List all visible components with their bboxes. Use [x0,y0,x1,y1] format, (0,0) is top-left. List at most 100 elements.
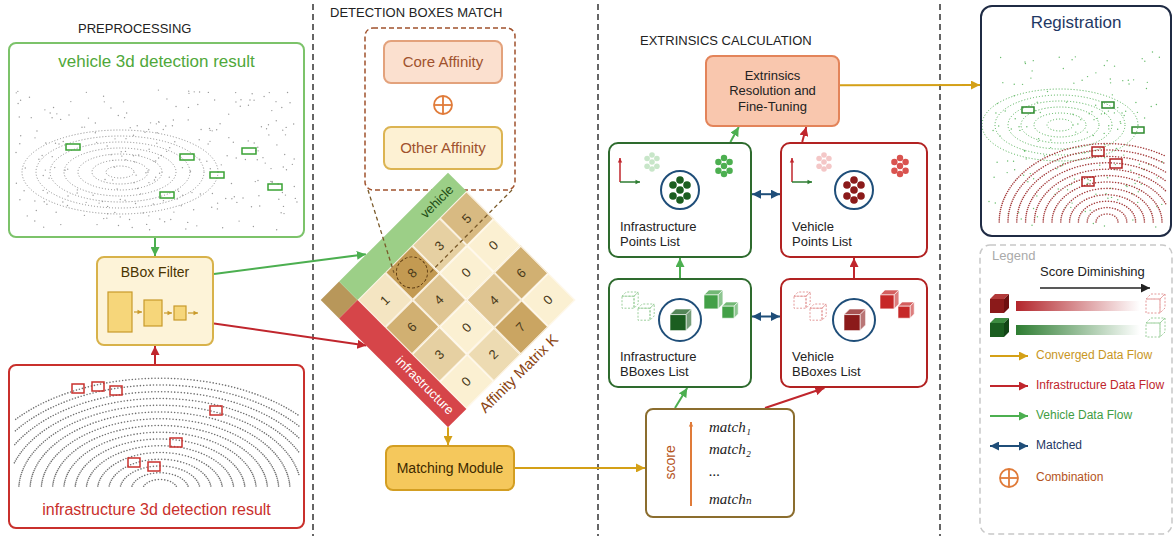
illustration [96,437,98,439]
illustration [266,424,268,426]
legend-combination-sample [1008,469,1010,487]
illustration [124,117,125,118]
illustration [128,474,130,476]
illustration [251,206,252,207]
illustration [149,452,151,454]
illustration [109,396,111,398]
illustration [140,398,142,400]
illustration [214,99,215,100]
illustration [133,463,135,465]
illustration [16,442,18,444]
illustration [36,210,37,211]
illustration [193,379,195,381]
illustration [18,485,20,487]
illustration [38,423,40,425]
illustration [1013,161,1014,162]
illustration [266,128,267,129]
illustration [203,381,205,383]
illustration [190,413,192,415]
illustration [42,190,43,191]
illustration [121,408,123,410]
illustration [200,380,202,382]
flow-arrow [214,324,366,346]
illustration [153,398,155,400]
illustration [94,399,96,401]
illustration [1093,223,1094,224]
illustration [997,103,998,104]
illustration [202,430,204,432]
illustration [182,419,184,421]
illustration [212,396,214,398]
illustration [116,430,118,432]
illustration [90,415,92,417]
illustration [649,152,655,158]
illustration [816,156,822,162]
illustration [1125,185,1126,186]
illustration [15,430,17,432]
illustration [103,218,104,219]
illustration [74,440,76,442]
illustration [857,181,865,189]
illustration [24,422,26,424]
illustration [242,429,244,431]
illustration [189,473,191,475]
illustration [120,199,121,200]
illustration [208,480,210,482]
illustration [154,445,156,447]
illustration [198,422,200,424]
illustration [259,205,260,206]
illustration [282,464,284,466]
illustration [31,117,32,118]
illustration [50,425,52,427]
illustration [186,448,188,450]
illustration [153,432,155,434]
illustration [158,411,160,413]
illustration [654,156,660,162]
illustration [93,414,95,416]
illustration [268,407,270,409]
node-label: match₂ [709,440,751,458]
illustration [224,430,226,432]
illustration [1080,119,1081,120]
illustration [126,112,127,113]
illustration [261,468,263,470]
illustration [263,422,265,424]
illustration [1123,115,1124,116]
illustration [1074,178,1075,179]
illustration [196,414,198,416]
illustration [1033,178,1034,179]
illustration [107,206,108,207]
illustration [999,135,1000,136]
illustration [187,413,189,415]
illustration [47,466,49,468]
illustration [59,395,61,397]
illustration [1097,217,1099,219]
illustration [138,426,140,428]
illustration [226,155,227,156]
illustration [85,465,87,467]
illustration [1106,213,1108,215]
illustration [120,483,122,485]
illustration [161,445,163,447]
illustration [1000,57,1001,58]
illustration [86,463,88,465]
illustration [16,458,18,460]
illustration [14,377,300,487]
illustration [53,406,55,408]
illustration [84,215,85,216]
illustration [140,454,142,456]
illustration [236,202,237,203]
affinity-matrix: 1835640030460270Affinity Matrix Kvehicle… [321,173,576,428]
illustration [227,439,229,441]
illustration [63,485,65,487]
illustration [1007,160,1008,161]
illustration [166,384,168,386]
illustration [1056,168,1057,169]
illustration [1104,144,1105,145]
illustration [23,466,25,468]
illustration [1114,208,1116,210]
illustration [189,386,191,388]
illustration [87,481,89,483]
illustration [228,113,229,114]
illustration [289,483,291,485]
